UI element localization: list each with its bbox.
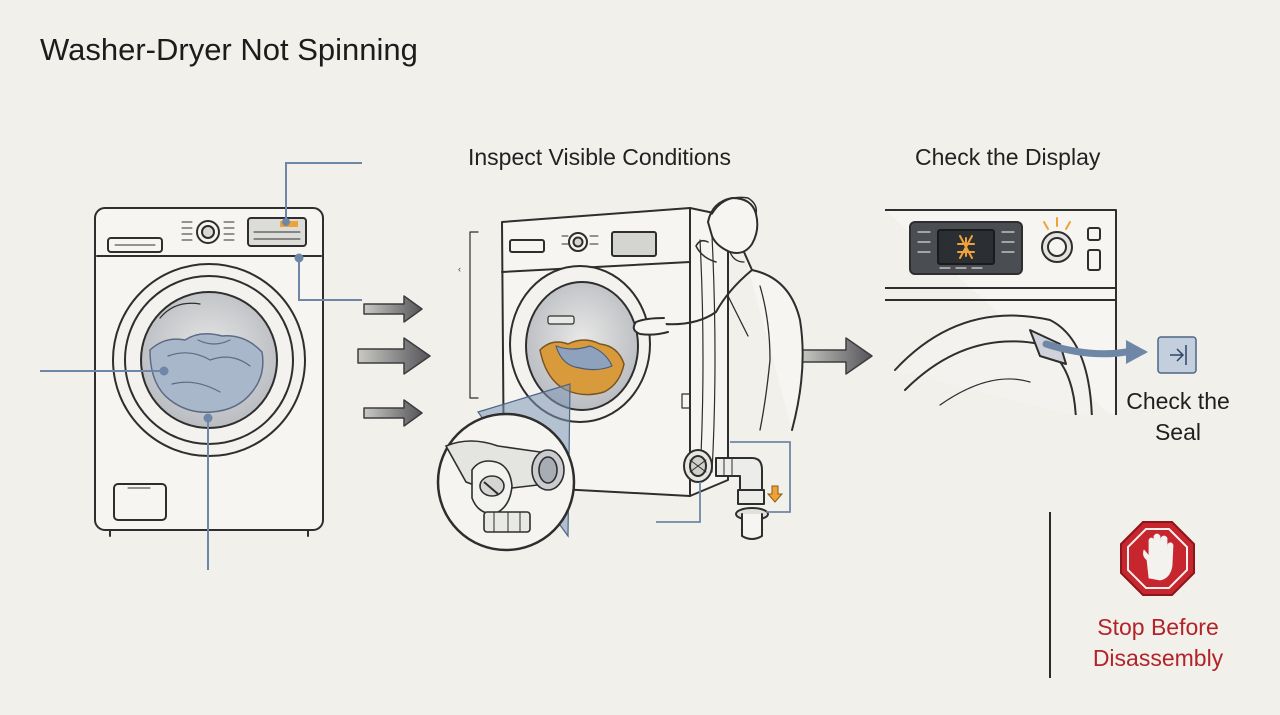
warning-light-icon bbox=[957, 235, 975, 259]
control-panel-display bbox=[885, 209, 1117, 415]
svg-text:‹: ‹ bbox=[458, 264, 461, 274]
door-seal-arrow bbox=[1042, 340, 1148, 364]
door-seal-icon bbox=[1157, 336, 1197, 374]
page-title: Washer-Dryer Not Spinning bbox=[40, 32, 418, 67]
stop-hand-icon bbox=[1120, 521, 1195, 596]
drain-pump-filter-magnifier bbox=[436, 383, 576, 552]
washer-side-illustration: ‹ bbox=[458, 196, 804, 540]
callout-lines-left bbox=[40, 162, 362, 570]
washer-front-illustration bbox=[94, 207, 324, 537]
stop-warning-label: Stop Before Disassembly bbox=[1092, 614, 1224, 671]
check-seal-label: Check the Seal bbox=[1126, 388, 1230, 445]
section-title-display: Check the Display bbox=[915, 144, 1101, 170]
drain-arrow-icon bbox=[766, 485, 784, 503]
flow-arrow-icon bbox=[357, 295, 873, 427]
callout-lines-hose bbox=[656, 441, 791, 523]
section-title-inspect: Inspect Visible Conditions bbox=[468, 144, 731, 170]
